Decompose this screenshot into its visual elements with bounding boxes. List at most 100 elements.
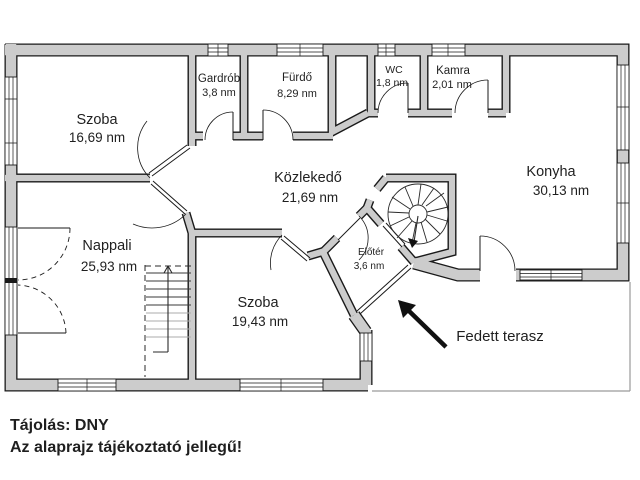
room-label-szoba2-name: Szoba (237, 295, 279, 311)
window-part (239, 378, 324, 392)
door-part (137, 120, 151, 179)
terrace-boundary (372, 282, 631, 392)
window-part (277, 44, 323, 56)
room-label-terasz-name: Fedett terasz (456, 328, 544, 345)
door (270, 234, 311, 271)
spiral-staircase-icon-part (408, 204, 428, 224)
walls-part (188, 229, 282, 385)
room-label-wc-area: 1,8 nm (376, 77, 408, 89)
door-part (270, 234, 283, 271)
window-part (432, 44, 465, 56)
door (479, 235, 516, 272)
door (377, 82, 409, 114)
window-part (359, 332, 373, 362)
door-part (148, 144, 191, 177)
room-label-eloter-name: Előtér (358, 247, 385, 258)
window-part (378, 44, 395, 56)
door (204, 111, 234, 141)
window (359, 332, 373, 362)
door-part (454, 79, 489, 114)
window-part (617, 163, 629, 243)
walls-part (183, 212, 195, 234)
walls-part (364, 205, 417, 265)
room-label-nappali-area: 25,93 nm (81, 259, 137, 274)
walls-part (364, 176, 389, 210)
window-part (616, 64, 630, 151)
door-part (479, 235, 516, 272)
window-part (240, 379, 323, 391)
window (431, 43, 466, 57)
door (132, 180, 188, 229)
window (519, 269, 583, 281)
window-part (520, 270, 582, 280)
door-part (150, 180, 188, 215)
door-part (280, 235, 311, 262)
window (57, 378, 117, 392)
window-part (58, 379, 116, 391)
walls-part (328, 50, 370, 138)
room-label-szoba1-name: Szoba (76, 112, 118, 128)
entrance-door (356, 264, 412, 315)
window-part (208, 44, 228, 56)
door (137, 120, 191, 179)
door-part (17, 227, 71, 281)
door-part (132, 213, 187, 229)
spiral-treads (387, 183, 449, 244)
entrance-door-part (356, 264, 412, 315)
door (262, 109, 294, 141)
spiral-staircase-icon-part (413, 215, 419, 243)
straight-staircase-icon (144, 265, 191, 377)
window (616, 162, 630, 244)
room-label-konyha-name: Konyha (526, 164, 576, 180)
door (17, 284, 67, 334)
room-label-kamra-name: Kamra (436, 65, 470, 77)
walls-part (349, 312, 371, 335)
door-part (358, 215, 369, 261)
room-labels: Szoba 16,69 nm Gardrób 3,8 nm Fürdő 8,29… (69, 64, 589, 345)
room-label-eloter-area: 3,6 nm (354, 261, 385, 272)
door (382, 222, 406, 248)
window-part (377, 43, 396, 57)
walls-part (386, 173, 457, 267)
footer-notes: Tájolás: DNY Az alaprajz tájékoztató jel… (10, 417, 242, 456)
windows (4, 43, 630, 392)
spiral-staircase-icon-part (408, 238, 418, 248)
window (239, 378, 324, 392)
window (377, 43, 396, 57)
room-label-szoba1-area: 16,69 nm (69, 130, 125, 145)
room-label-kamra-area: 2,01 nm (432, 79, 472, 91)
spiral-staircase-icon-part (387, 183, 449, 245)
door-part (377, 82, 409, 114)
room-label-gardrob-area: 3,8 nm (202, 87, 236, 99)
straight-staircase-icon-part (153, 266, 169, 353)
door-part (204, 111, 234, 141)
room-label-kozlekedo-name: Közlekedő (274, 170, 342, 186)
terrace-boundary-part (372, 282, 631, 392)
spiral-staircase-icon (387, 183, 449, 248)
entrance-arrow-icon-part (398, 300, 416, 318)
door (454, 79, 489, 114)
straight-staircase-icon-part (163, 265, 173, 274)
window (4, 76, 18, 166)
window-part (431, 43, 466, 57)
entrance-arrow-icon-part (407, 309, 448, 349)
window-part (4, 76, 18, 166)
room-label-nappali-name: Nappali (82, 238, 131, 254)
doors (17, 79, 516, 334)
window (616, 64, 630, 151)
room-label-furdo-name: Fürdő (282, 72, 312, 84)
door (17, 227, 71, 281)
window (276, 43, 324, 57)
window (207, 43, 229, 57)
entrance-arrow-icon (398, 300, 448, 349)
room-label-wc-name: WC (385, 64, 403, 76)
door-part (262, 109, 294, 141)
window-part (617, 65, 629, 150)
room-label-kozlekedo-area: 21,69 nm (282, 190, 338, 205)
window (4, 226, 18, 336)
room-label-konyha-area: 30,13 nm (533, 183, 589, 198)
footer-orientation: Tájolás: DNY (10, 417, 109, 434)
footer-disclaimer: Az alaprajz tájékoztató jellegű! (10, 439, 242, 456)
walls-part (386, 174, 456, 265)
